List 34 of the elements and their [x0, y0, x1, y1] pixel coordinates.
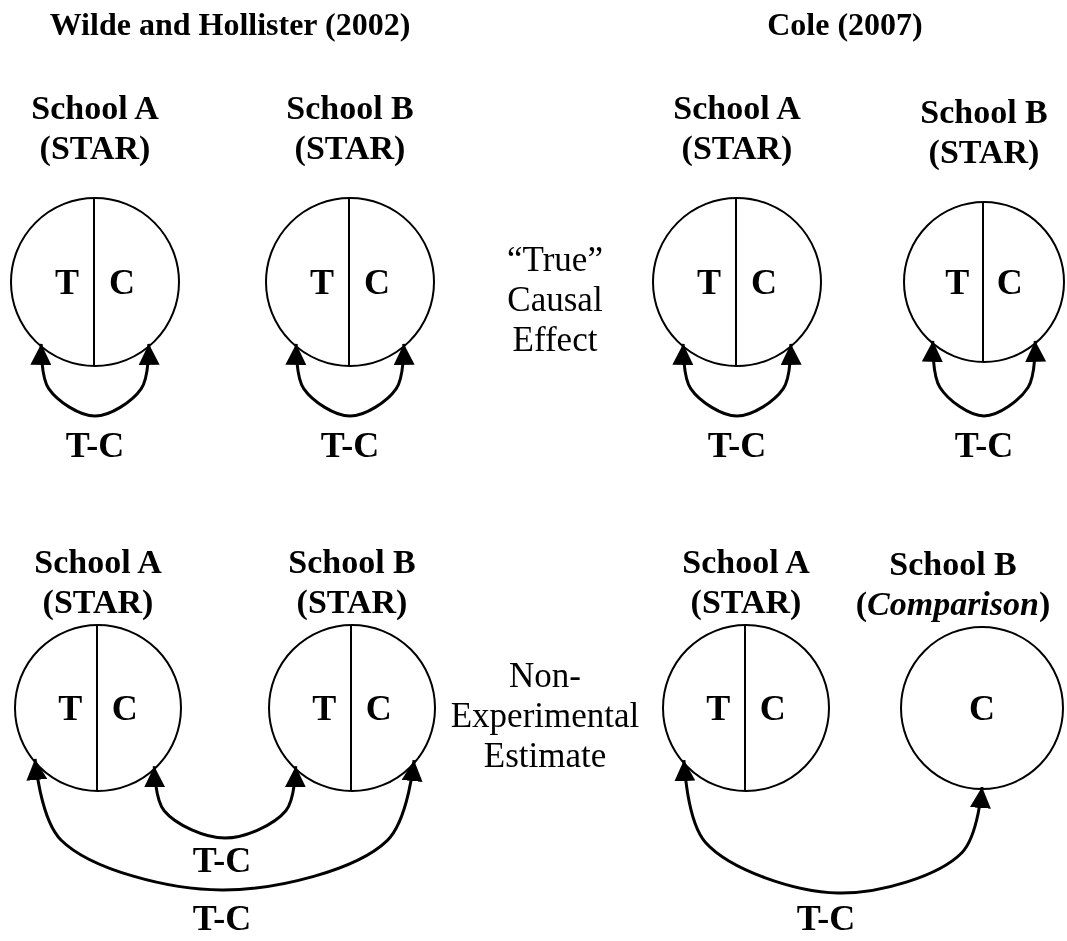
circle-half: C: [352, 626, 434, 790]
row-label: Non-Experimental Estimate: [449, 656, 641, 776]
circle-half: C: [746, 626, 828, 790]
circle-half: T: [267, 199, 350, 365]
column-heading: Wilde and Hollister (2002): [48, 5, 412, 44]
curved-arrow: [30, 343, 160, 418]
school-heading: School B (STAR): [285, 88, 415, 168]
circle-half: T: [12, 199, 95, 365]
school-heading: School B (STAR): [919, 92, 1049, 172]
curved-arrow: [285, 343, 415, 418]
circle-region: C: [902, 628, 1062, 788]
curved-arrow: [26, 758, 423, 892]
circle-half: C: [737, 199, 820, 365]
curved-arrow: [144, 766, 306, 840]
circle-half: T: [270, 626, 352, 790]
circle-half: T: [905, 203, 984, 361]
circle-half: C: [98, 626, 180, 790]
row-label: “True” Causal Effect: [506, 240, 604, 360]
school-heading: School B (STAR): [287, 542, 417, 622]
curved-arrow: [921, 340, 1047, 418]
school-heading: School A (STAR): [33, 542, 163, 622]
circle-half: T: [16, 626, 98, 790]
circle-half: T: [654, 199, 737, 365]
circle-half: C: [350, 199, 433, 365]
school-heading: School A (STAR): [30, 88, 160, 168]
curved-arrow: [672, 343, 802, 418]
column-heading: Cole (2007): [766, 5, 924, 44]
school-heading: School B (Comparison): [854, 544, 1052, 624]
school-heading: School A (STAR): [681, 542, 811, 622]
circle-half: C: [984, 203, 1063, 361]
circle-half: T: [664, 626, 746, 790]
circle-half: C: [95, 199, 178, 365]
school-heading: School A (STAR): [672, 88, 802, 168]
curved-arrow: [674, 760, 991, 895]
